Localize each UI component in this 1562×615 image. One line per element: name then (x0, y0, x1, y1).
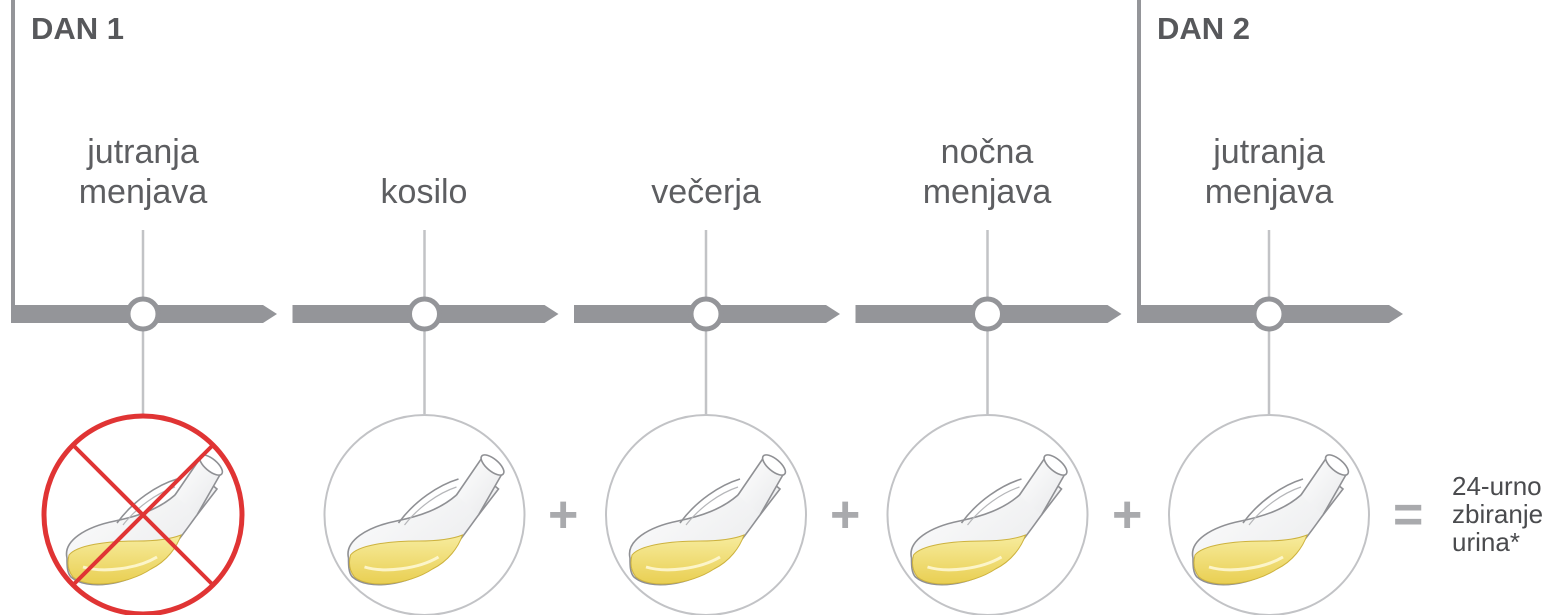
day-2-label: DAN 2 (1157, 11, 1251, 46)
period-label-night-shift: nočna menjava (867, 132, 1107, 212)
result-line3: urina* (1452, 527, 1520, 557)
timeline-node (970, 296, 1005, 332)
timeline-node (407, 296, 442, 332)
result-line2: zbiranje (1452, 499, 1544, 529)
plus-operator: + (1112, 486, 1143, 544)
period-label-line1: jutranja (87, 133, 199, 171)
period-label-line1 (586, 132, 826, 172)
plus-operator: + (548, 486, 579, 544)
period-label-line1: jutranja (1213, 133, 1325, 171)
cross-line-icon (71, 443, 215, 587)
period-label-line2: večerja (651, 173, 761, 211)
excluded-circle-icon (41, 413, 245, 615)
timeline-node (125, 296, 161, 332)
day-2-start-line (1137, 0, 1141, 314)
period-label-line1 (304, 132, 544, 172)
timeline-node (688, 296, 724, 332)
period-label-lunch: kosilo (304, 132, 544, 212)
plus-operator: + (830, 486, 861, 544)
period-label-line1: nočna (940, 133, 1034, 171)
period-label-morning-shift-day1: jutranja menjava (23, 132, 263, 212)
timeline-node (1251, 296, 1287, 332)
day-1-start-line (11, 0, 15, 314)
period-label-line2: menjava (922, 173, 1052, 211)
day-1-label: DAN 1 (31, 11, 125, 46)
period-label-dinner: večerja (586, 132, 826, 212)
period-label-morning-shift-day2: jutranja menjava (1149, 132, 1389, 212)
period-label-line2: menjava (1204, 173, 1334, 211)
period-label-line2: kosilo (380, 173, 468, 211)
result-line1: 24-urno (1452, 471, 1542, 501)
period-label-line2: menjava (78, 173, 208, 211)
equals-operator: = (1393, 486, 1424, 544)
result-label: 24-urno zbiranje urina* (1452, 472, 1543, 556)
